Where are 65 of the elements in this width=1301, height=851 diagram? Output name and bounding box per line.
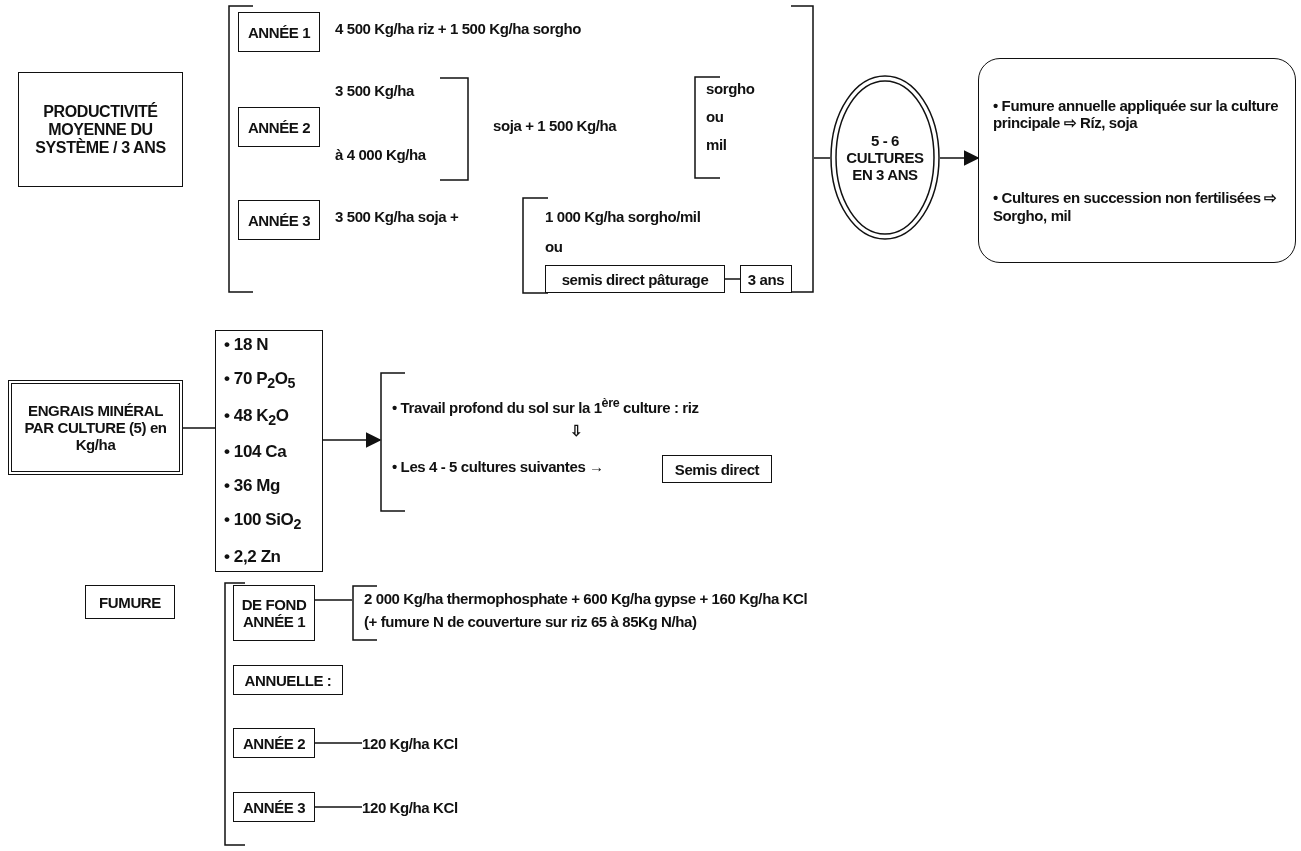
connector-line (724, 278, 741, 280)
duration-box (740, 265, 792, 293)
connector-line (813, 157, 831, 159)
box-text: ENGRAIS MINÉRAL PAR CULTURE (5) en Kg/ha (23, 402, 168, 453)
rounded-box (978, 58, 1296, 263)
arrow (322, 432, 382, 448)
year-box (238, 200, 320, 240)
year-label: ANNÉE 3 (247, 211, 311, 229)
nutrient-list-box (215, 330, 323, 572)
nutrient-item: • 2,2 Zn (224, 546, 281, 567)
box-text: ANNUELLE : (244, 671, 332, 689)
year-label: ANNÉE 2 (247, 118, 311, 136)
connector-line (314, 599, 353, 601)
ellipse-text: 5 - 6 CULTURES EN 3 ANS (845, 132, 925, 183)
year-box (233, 585, 315, 641)
year-label: ANNÉE 1 (247, 23, 311, 41)
title-box (18, 72, 183, 187)
nutrient-item: • 36 Mg (224, 476, 281, 497)
arrow (939, 150, 980, 166)
nutrient-item: • 48 K$_{2}$O (224, 405, 289, 429)
crop-text: mil (706, 136, 727, 153)
bracket (228, 5, 814, 293)
bullet-text: ⇩ (570, 422, 583, 440)
box-text: FUMURE (99, 593, 161, 611)
dose-text: (+ fumure N de couverture sur riz 65 à 85Kg N/ha) (364, 613, 697, 630)
year-box (238, 107, 320, 147)
box-text: 3 ans (747, 270, 785, 288)
heading-box (233, 665, 343, 695)
bullet-text: • Travail profond du sol sur la 1$^{ère}$ culture : riz (392, 396, 699, 416)
year-box (233, 792, 315, 822)
dose-text: 120 Kg/ha KCl (362, 798, 458, 816)
year-label: ANNÉE 2 (242, 734, 306, 752)
crop-text: ou (706, 108, 724, 125)
nutrient-item: • 18 N (224, 335, 269, 355)
crop-text: ou (545, 238, 563, 255)
yield-text: 3 500 Kg/ha soja + (335, 208, 459, 225)
double-box (8, 380, 183, 475)
method-box (662, 455, 772, 483)
crop-text: sorgho (706, 80, 755, 97)
yield-text: soja + 1 500 Kg/ha (493, 117, 617, 134)
double-ellipse (830, 75, 940, 240)
connector-line (314, 742, 363, 744)
dose-text: 120 Kg/ha KCl (362, 734, 458, 752)
year-label: DE FOND ANNÉE 1 (240, 596, 308, 630)
yield-text: 3 500 Kg/ha (335, 82, 414, 99)
box-text: Semis direct (674, 460, 760, 478)
bullet-text: • Les 4 - 5 cultures suivantes → (392, 458, 604, 475)
bullet-text: • Cultures en succession non fertilisées ⇨ Sorgho, mil (993, 188, 1279, 224)
year-box (238, 12, 320, 52)
yield-text: à 4 000 Kg/ha (335, 146, 426, 163)
fumure-box (85, 585, 175, 619)
nutrient-item: • 70 P$_{2}$O$_{5}$ (224, 369, 296, 392)
year-label: ANNÉE 3 (242, 798, 306, 816)
yield-text: 4 500 Kg/ha riz + 1 500 Kg/ha sorgho (335, 20, 582, 37)
nutrient-item: • 104 Ca (224, 442, 287, 463)
year-box (233, 728, 315, 758)
nutrient-item: • 100 SiO$_{2}$ (224, 510, 301, 533)
yield-text: 1 000 Kg/ha sorgho/mil (545, 208, 701, 225)
connector-line (182, 427, 216, 429)
option-box (545, 265, 725, 293)
dose-text: 2 000 Kg/ha thermophosphate + 600 Kg/ha gypse + 160 Kg/ha KCl (364, 590, 808, 607)
box-text: PRODUCTIVITÉ MOYENNE DU SYSTÈME / 3 ANS (34, 102, 167, 157)
bullet-text: • Fumure annuelle appliquée sur la culture principale ⇨ Ríz, soja (993, 97, 1280, 133)
box-text: semis direct pâturage (561, 270, 709, 288)
connector-line (314, 806, 363, 808)
